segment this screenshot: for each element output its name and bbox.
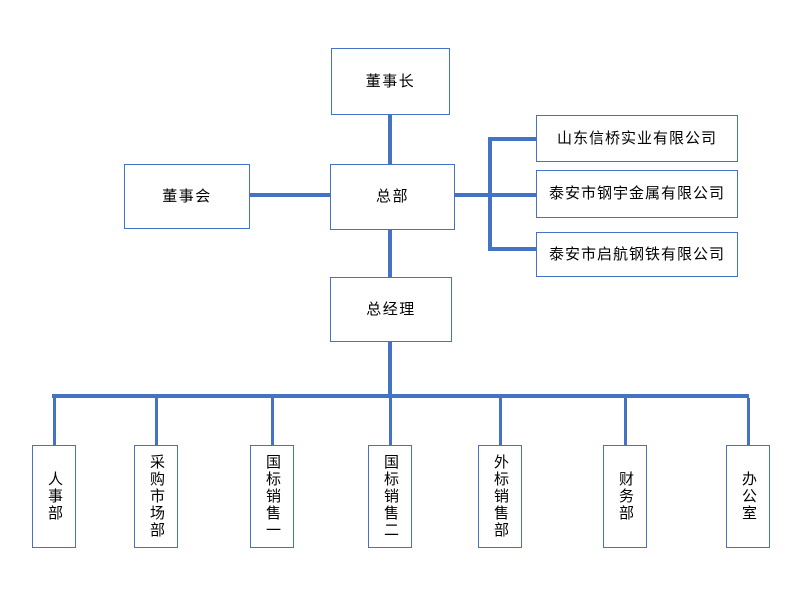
node-subsidiary-3: 泰安市启航钢铁有限公司 [536, 232, 738, 277]
node-dept-purchasing-market: 采购市场部 [134, 445, 178, 548]
connector-headquarters-subsidiaries [455, 193, 536, 197]
connector-drop-dept-6 [623, 398, 627, 445]
connector-headquarters-general-manager [388, 230, 392, 277]
node-dept-finance: 财务部 [603, 445, 647, 548]
connector-subsidiaries-spine [488, 137, 492, 251]
node-board-label: 董事会 [162, 187, 212, 205]
node-subsidiary-1: 山东信桥实业有限公司 [536, 115, 738, 162]
node-dept-external-standard-sales-label: 外标销售部 [492, 454, 509, 539]
node-dept-national-standard-sales-1: 国标销售一 [250, 445, 294, 548]
connector-drop-dept-4 [388, 398, 392, 445]
node-subsidiary-3-label: 泰安市启航钢铁有限公司 [548, 245, 725, 263]
connector-drop-dept-1 [52, 398, 56, 445]
connector-branch-subsidiary-3 [490, 247, 536, 251]
node-dept-finance-label: 财务部 [617, 471, 634, 522]
connector-drop-dept-3 [270, 398, 274, 445]
connector-departments-bus [52, 394, 749, 398]
node-dept-national-standard-sales-1-label: 国标销售一 [264, 454, 281, 539]
node-general-manager-label: 总经理 [366, 300, 416, 318]
connector-drop-dept-7 [746, 398, 750, 445]
connector-chairman-headquarters [388, 115, 392, 164]
node-chairman-label: 董事长 [365, 72, 416, 90]
node-subsidiary-2: 泰安市钢宇金属有限公司 [536, 170, 738, 218]
connector-branch-subsidiary-1 [490, 137, 536, 141]
node-subsidiary-1-label: 山东信桥实业有限公司 [556, 129, 717, 147]
connector-general-manager-bus [388, 342, 392, 396]
node-dept-office: 办公室 [726, 445, 770, 548]
connector-drop-dept-2 [154, 398, 158, 445]
node-headquarters-label: 总部 [375, 188, 409, 205]
node-chairman: 董事长 [331, 48, 450, 115]
node-dept-national-standard-sales-2-label: 国标销售二 [382, 454, 399, 539]
node-dept-external-standard-sales: 外标销售部 [478, 445, 522, 548]
node-dept-office-label: 办公室 [740, 471, 757, 522]
node-dept-purchasing-market-label: 采购市场部 [148, 454, 165, 539]
node-dept-national-standard-sales-2: 国标销售二 [368, 445, 412, 548]
connector-drop-dept-5 [498, 398, 502, 445]
node-subsidiary-2-label: 泰安市钢宇金属有限公司 [548, 185, 725, 202]
node-dept-hr: 人事部 [32, 445, 76, 548]
node-dept-hr-label: 人事部 [46, 471, 63, 522]
node-general-manager: 总经理 [330, 277, 452, 342]
node-headquarters: 总部 [330, 164, 455, 230]
connector-board-headquarters [250, 193, 330, 197]
node-board-of-directors: 董事会 [124, 164, 250, 229]
